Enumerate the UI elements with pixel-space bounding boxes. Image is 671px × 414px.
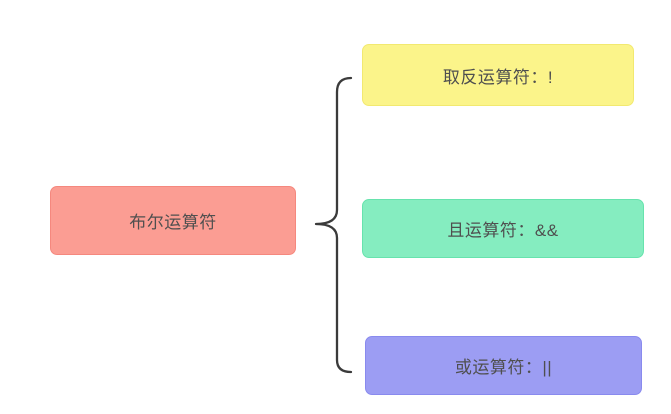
root-node-boolean-operators: 布尔运算符 [50,186,296,255]
child-node-label: 或运算符：|| [454,358,553,377]
child-node-label: 取反运算符：! [442,67,554,87]
root-node-label: 布尔运算符 [129,213,217,232]
child-node-or-operator: 或运算符：|| [365,336,642,395]
child-node-not-operator: 取反运算符：! [362,44,634,106]
child-node-label: 且运算符：&& [447,221,559,240]
curly-brace-path [314,76,353,374]
curly-brace-connector-icon [314,76,353,374]
child-node-and-operator: 且运算符：&& [362,199,644,258]
